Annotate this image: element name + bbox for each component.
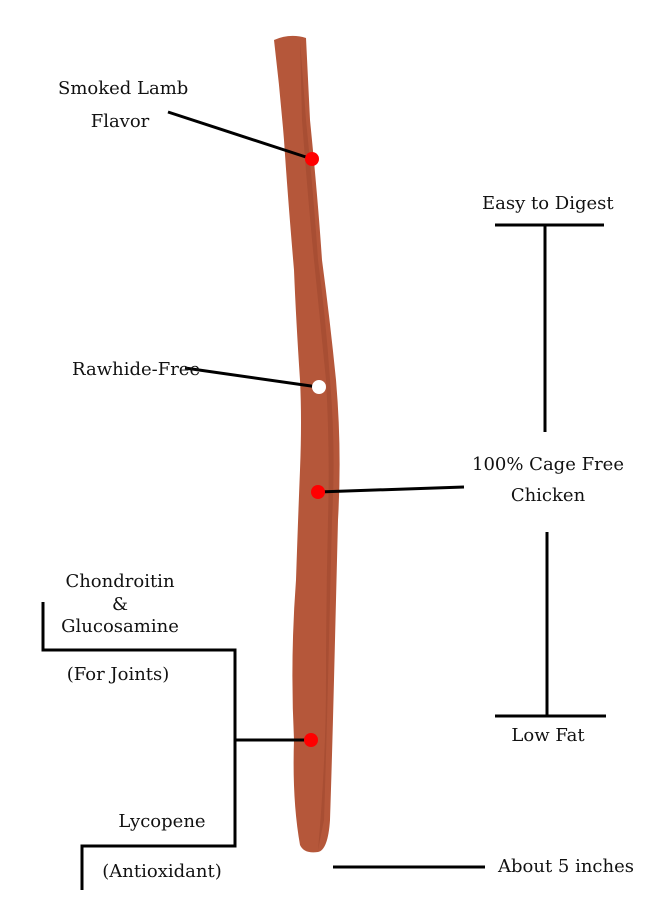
cage-free-label-line2: Chicken [510,485,586,506]
for-joints-label: (For Joints) [66,664,170,685]
treat-stick [274,35,340,853]
rawhide-free-label: Rawhide-Free [72,359,201,380]
ampersand-label: & [111,594,129,615]
smoked-lamb-label-line2: Flavor [90,111,150,132]
easy-to-digest-label: Easy to Digest [482,193,614,214]
chondroitin-label: Chondroitin [65,571,175,592]
lycopene-label: Lycopene [118,811,206,832]
cage-free-label-line1: 100% Cage Free [472,454,624,475]
rawhide-free-leader-line [184,366,319,389]
cage-free-leader-line [317,485,465,494]
cage-free-dot [311,485,325,499]
smoked-lamb-dot [305,152,319,166]
glucosamine-label: Glucosamine [61,616,179,637]
rawhide-free-dot [312,380,326,394]
smoked-lamb-label-line1: Smoked Lamb [58,78,189,99]
joints-dot [304,733,318,747]
leader-lines [41,110,606,890]
smoked-lamb-leader-line [167,110,313,161]
antioxidant-label: (Antioxidant) [102,861,222,882]
size-label: About 5 inches [498,856,634,877]
low-fat-label: Low Fat [511,725,585,746]
treat-stick-shading [300,40,334,850]
joints-bracket [41,602,237,890]
